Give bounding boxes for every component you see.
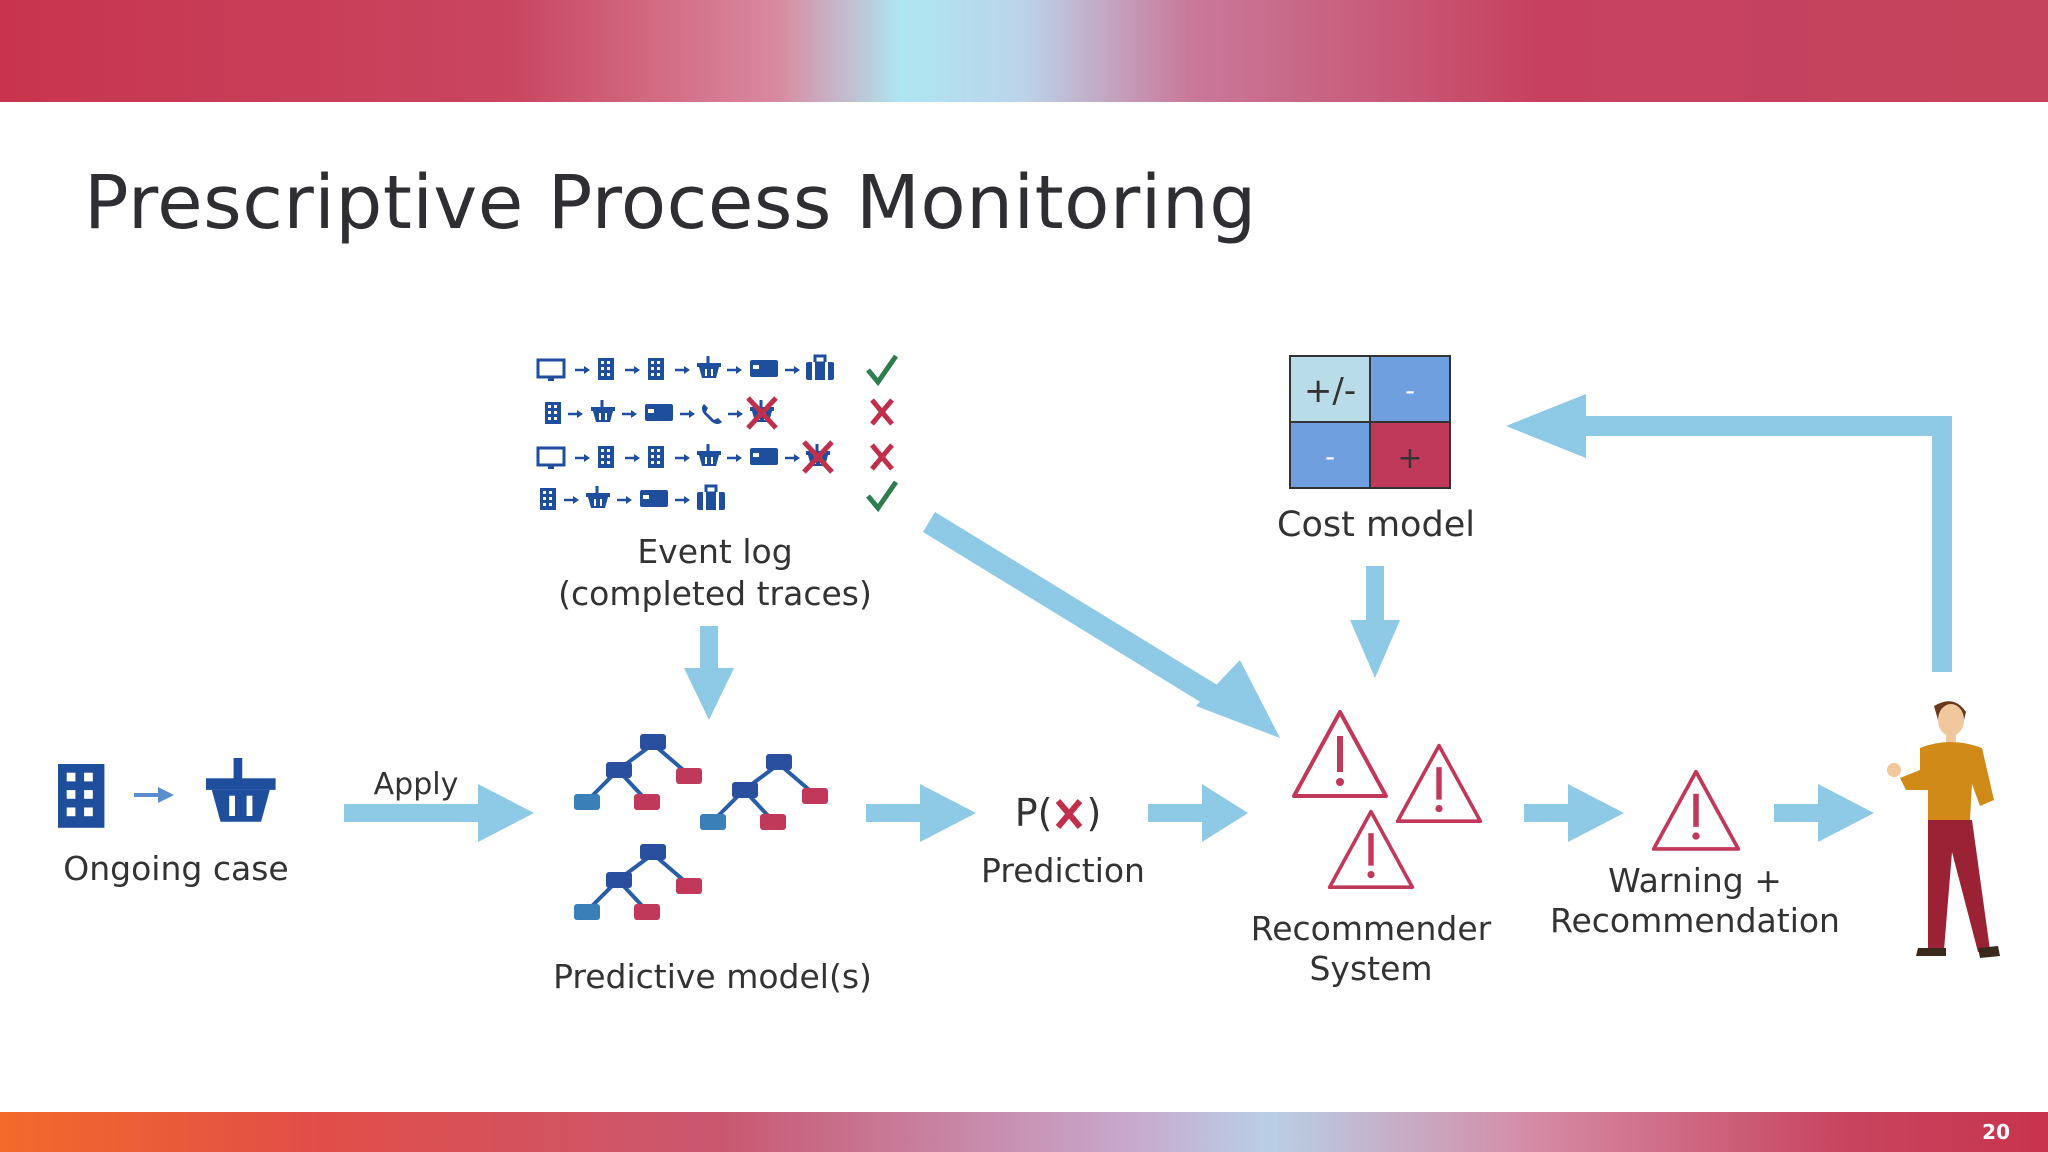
- trace-status-marks: [866, 354, 899, 513]
- warning-icon: [1395, 743, 1483, 824]
- prediction-label: Prediction: [981, 851, 1145, 890]
- arrow-right-icon: [134, 787, 174, 803]
- recommender-label-line2: System: [1309, 949, 1433, 988]
- event-log-traces: [536, 354, 836, 512]
- cost-cell: +/-: [1304, 371, 1356, 411]
- arrow-right-icon: [1148, 784, 1248, 842]
- cross-icon: [870, 398, 894, 426]
- formula-prefix: P(: [1014, 791, 1053, 835]
- check-icon: [866, 480, 899, 513]
- basket-icon: [206, 758, 276, 822]
- arrow-diagonal-icon: [923, 512, 1280, 738]
- cost-model-label: Cost model: [1277, 505, 1475, 545]
- recommender-label-line1: Recommender: [1250, 909, 1492, 948]
- person-icon: [1887, 701, 2000, 958]
- slide-title: Prescriptive Process Monitoring: [84, 160, 1257, 246]
- feedback-arrow-icon: [1506, 394, 1952, 672]
- cross-icon: [1056, 799, 1083, 829]
- cost-cell: -: [1405, 374, 1415, 407]
- tree-icon: [572, 732, 704, 812]
- arrow-right-icon: [1774, 784, 1874, 842]
- top-banner: [0, 0, 2048, 102]
- bottom-banner: [0, 1112, 2048, 1152]
- check-icon: [866, 354, 899, 387]
- cross-icon: [870, 443, 894, 471]
- ongoing-case-label: Ongoing case: [63, 849, 289, 888]
- tree-icon: [572, 842, 704, 922]
- arrow-down-icon: [684, 626, 734, 720]
- arrow-right-icon: [344, 784, 534, 842]
- event-log-subtitle: (completed traces): [558, 574, 872, 613]
- ongoing-case-icons: [58, 758, 276, 828]
- formula-suffix: ): [1086, 791, 1102, 835]
- tree-icon: [698, 752, 830, 832]
- cost-cell: +: [1397, 441, 1422, 476]
- page-number: 20: [1982, 1120, 2010, 1144]
- building-icon: [58, 764, 105, 828]
- flow-arrows: [344, 394, 1952, 842]
- event-log-title: Event log: [637, 532, 793, 571]
- warning-label-line1: Warning +: [1608, 861, 1782, 900]
- apply-label: Apply: [373, 767, 459, 802]
- arrow-down-icon: [1350, 566, 1400, 678]
- cost-cell: -: [1325, 440, 1335, 473]
- arrow-right-icon: [866, 784, 976, 842]
- cost-matrix: +/- - - +: [1289, 355, 1451, 489]
- warning-label-line2: Recommendation: [1550, 901, 1840, 940]
- predictive-models-label: Predictive model(s): [553, 957, 872, 996]
- warning-icon: [1292, 710, 1388, 798]
- warning-icon: [1651, 769, 1741, 851]
- arrow-right-icon: [1524, 784, 1624, 842]
- prediction-formula: P(): [996, 792, 1120, 834]
